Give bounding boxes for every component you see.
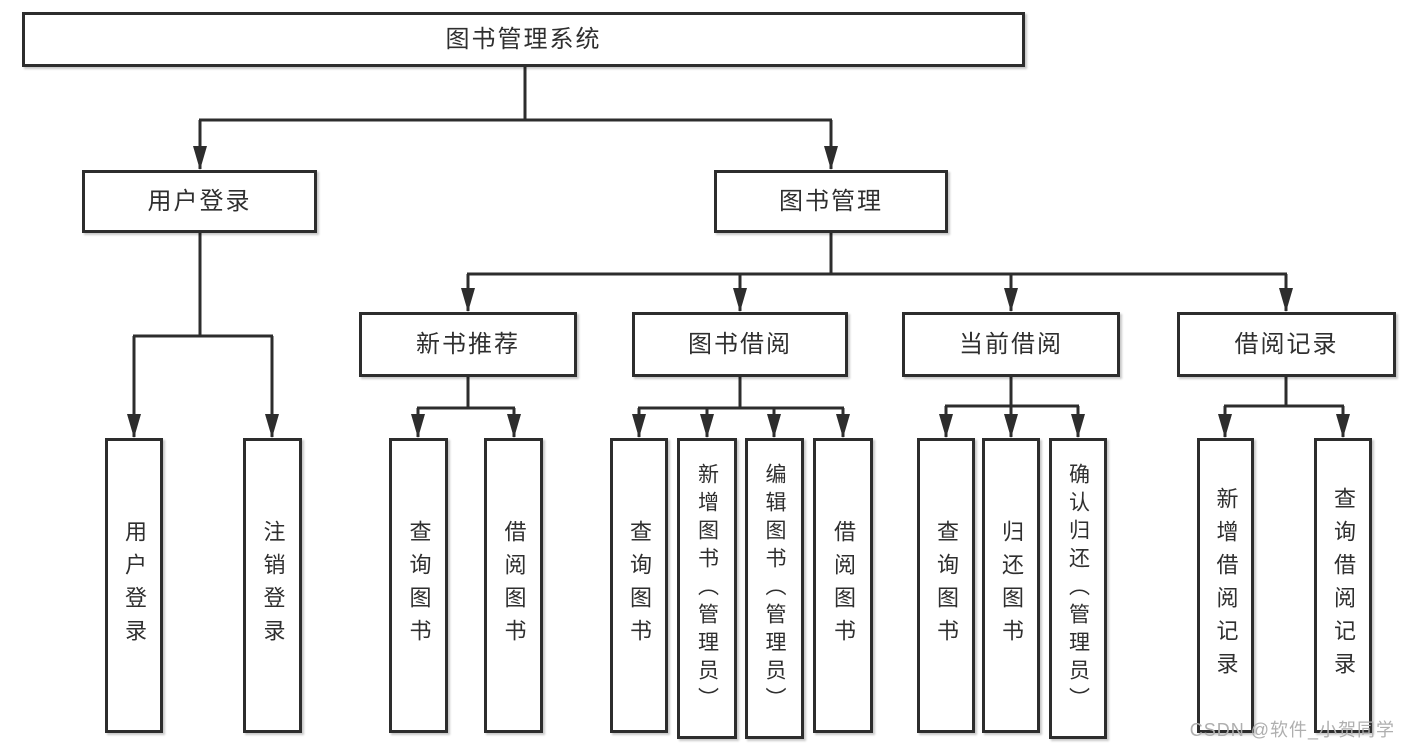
leaf-confirm-return-label: 确认归还（管理员） bbox=[1066, 462, 1090, 715]
node-login: 用户登录 bbox=[82, 170, 317, 233]
node-book-mgmt: 图书管理 bbox=[714, 170, 948, 233]
leaf-add-book-label: 新增图书（管理员） bbox=[695, 462, 719, 715]
node-root-label: 图书管理系统 bbox=[445, 25, 602, 53]
leaf-logout-label: 注销登录 bbox=[260, 519, 286, 652]
node-leaf-edit-book: 编辑图书（管理员） bbox=[745, 438, 804, 739]
node-leaf-return-book: 归还图书 bbox=[982, 438, 1040, 733]
node-leaf-borrow-book-1: 借阅图书 bbox=[484, 438, 543, 733]
node-leaf-add-book: 新增图书（管理员） bbox=[677, 438, 737, 739]
node-book-mgmt-label: 图书管理 bbox=[779, 187, 883, 215]
node-leaf-query-book-3: 查询图书 bbox=[917, 438, 975, 733]
node-leaf-query-book-2: 查询图书 bbox=[610, 438, 668, 733]
node-leaf-query-book-1: 查询图书 bbox=[389, 438, 448, 733]
leaf-return-book-label: 归还图书 bbox=[999, 519, 1024, 652]
node-borrow-records-label: 借阅记录 bbox=[1234, 330, 1339, 358]
leaf-borrow-book-1-label: 借阅图书 bbox=[501, 519, 527, 652]
leaf-user-login-label: 用户登录 bbox=[122, 519, 147, 652]
node-leaf-add-record: 新增借阅记录 bbox=[1197, 438, 1254, 733]
node-current-borrow-label: 当前借阅 bbox=[959, 330, 1063, 358]
node-current-borrow: 当前借阅 bbox=[902, 312, 1120, 377]
leaf-query-record-label: 查询借阅记录 bbox=[1331, 486, 1356, 685]
leaf-add-record-label: 新增借阅记录 bbox=[1213, 486, 1239, 685]
node-leaf-user-login: 用户登录 bbox=[105, 438, 163, 733]
node-leaf-logout: 注销登录 bbox=[243, 438, 302, 733]
node-new-book-label: 新书推荐 bbox=[416, 330, 520, 358]
leaf-query-book-2-label: 查询图书 bbox=[627, 519, 652, 652]
leaf-edit-book-label: 编辑图书（管理员） bbox=[763, 462, 786, 715]
node-book-borrow-label: 图书借阅 bbox=[688, 330, 792, 358]
watermark: CSDN @软件_小贺同学 bbox=[1189, 720, 1395, 740]
leaf-query-book-1-label: 查询图书 bbox=[406, 519, 432, 652]
node-leaf-confirm-return: 确认归还（管理员） bbox=[1049, 438, 1107, 739]
node-leaf-query-record: 查询借阅记录 bbox=[1314, 438, 1372, 733]
node-new-book: 新书推荐 bbox=[359, 312, 577, 377]
leaf-borrow-book-2-label: 借阅图书 bbox=[831, 519, 856, 652]
node-login-label: 用户登录 bbox=[147, 187, 252, 215]
leaf-query-book-3-label: 查询图书 bbox=[934, 519, 959, 652]
node-book-borrow: 图书借阅 bbox=[632, 312, 848, 377]
node-borrow-records: 借阅记录 bbox=[1177, 312, 1396, 377]
node-root: 图书管理系统 bbox=[22, 12, 1025, 67]
node-leaf-borrow-book-2: 借阅图书 bbox=[813, 438, 873, 733]
tree-edges bbox=[127, 67, 1350, 438]
